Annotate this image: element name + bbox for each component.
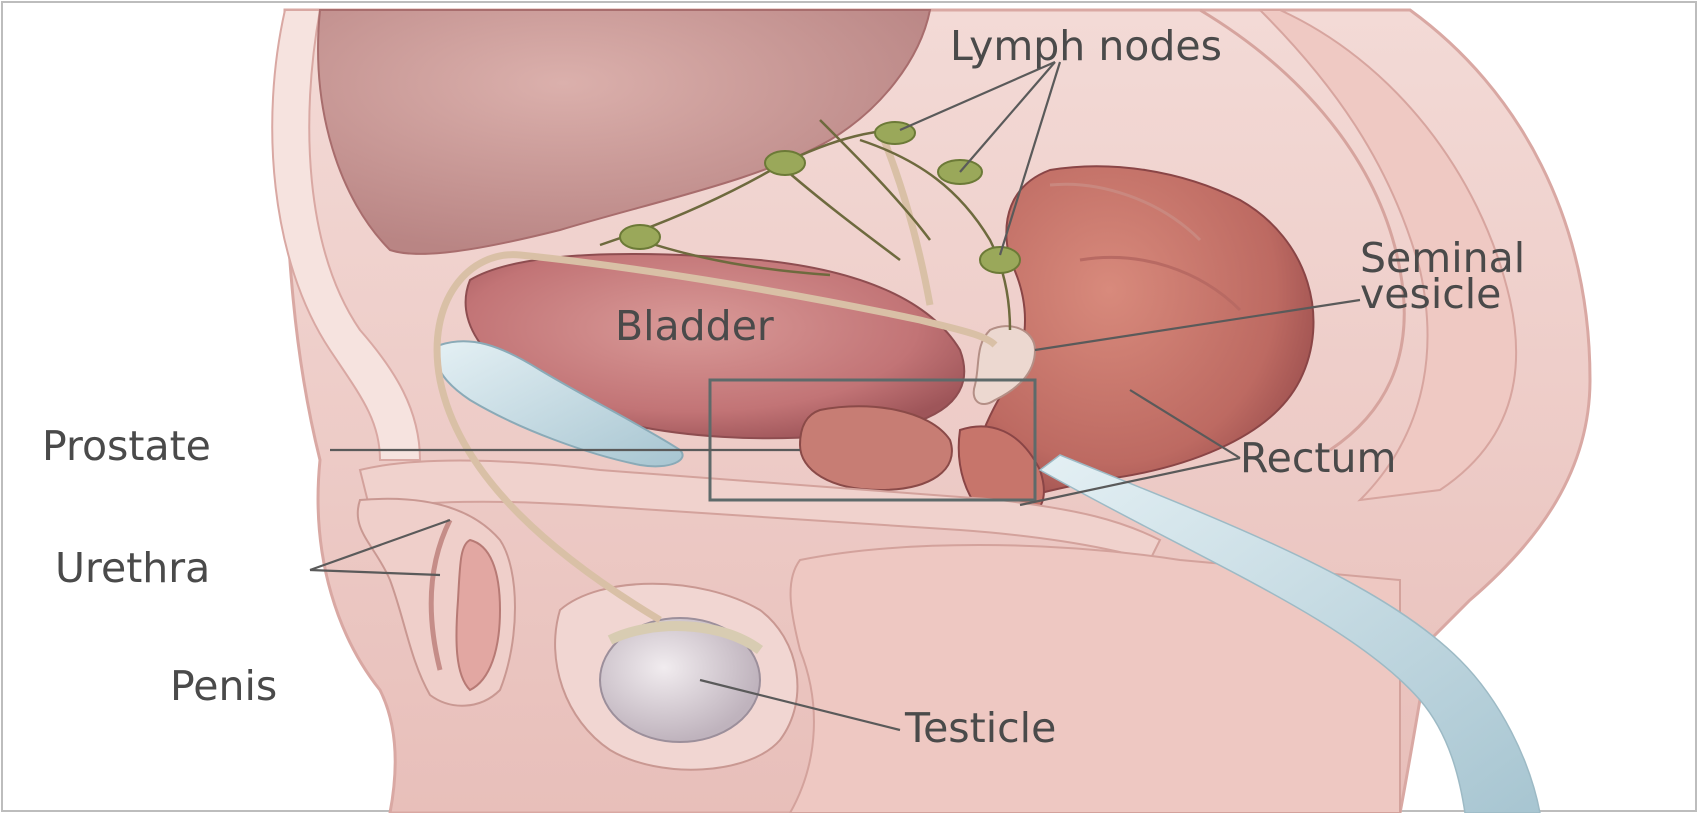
label-prostate: Prostate	[42, 422, 211, 470]
label-penis: Penis	[170, 662, 277, 710]
label-lymph-nodes: Lymph nodes	[950, 22, 1222, 70]
label-testicle: Testicle	[904, 704, 1056, 752]
label-urethra: Urethra	[55, 544, 210, 592]
label-seminal-vesicle-line2: vesicle	[1360, 270, 1501, 318]
label-bladder: Bladder	[615, 302, 774, 350]
label-rectum: Rectum	[1240, 434, 1396, 482]
